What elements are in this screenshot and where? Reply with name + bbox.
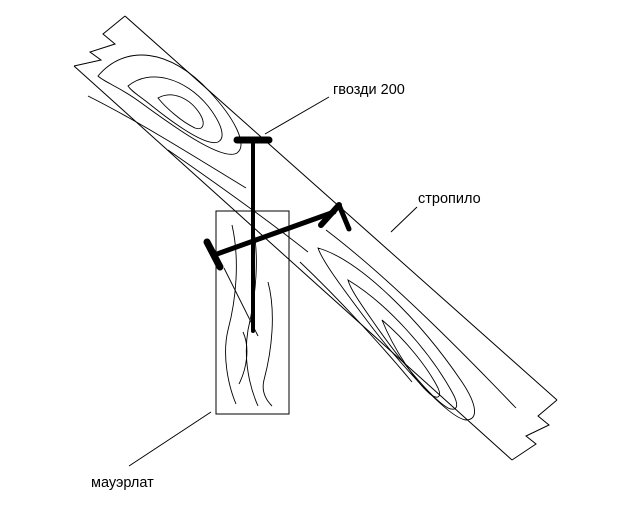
grain-loop bbox=[157, 94, 204, 130]
bent-nail-head-bar bbox=[318, 202, 342, 228]
grain-loop bbox=[347, 279, 458, 410]
grain-line bbox=[167, 149, 309, 253]
grain-line bbox=[299, 261, 413, 383]
mauerlat-wood-grain bbox=[223, 221, 273, 407]
rafter-leader-line bbox=[390, 206, 418, 233]
mauerlat-board bbox=[215, 210, 290, 415]
bent-nail-point-bar bbox=[203, 238, 224, 271]
grain-loop bbox=[381, 319, 441, 398]
bent-nail-head-tip bbox=[336, 202, 352, 232]
bent-nail-shaft bbox=[214, 209, 337, 257]
rafter-label: стропило bbox=[418, 191, 481, 207]
labels: гвозди 200 стропило мауэрлат bbox=[91, 82, 481, 491]
nails-leader-line bbox=[264, 96, 330, 135]
grain-line bbox=[325, 229, 517, 409]
grain-line bbox=[262, 281, 273, 407]
grain-line bbox=[87, 95, 247, 189]
rafter-lower-edge bbox=[73, 65, 513, 461]
grain-loop bbox=[97, 54, 242, 155]
nails-label: гвозди 200 bbox=[333, 82, 405, 98]
rafter-broken-end-bottom bbox=[511, 399, 558, 461]
mauerlat-label: мауэрлат bbox=[91, 475, 154, 491]
rafter-broken-end-top bbox=[73, 15, 126, 67]
leader-lines bbox=[128, 96, 418, 467]
grain-line bbox=[225, 224, 237, 405]
long-nail bbox=[233, 136, 273, 333]
grain-line bbox=[238, 331, 248, 385]
rafter-wood-grain bbox=[87, 54, 517, 421]
bent-nail bbox=[203, 202, 352, 271]
grain-line bbox=[245, 221, 259, 407]
grain-loop bbox=[127, 76, 223, 144]
grain-loop bbox=[317, 247, 475, 421]
rafter-board bbox=[73, 15, 558, 461]
mauerlat-leader-line bbox=[128, 411, 212, 467]
